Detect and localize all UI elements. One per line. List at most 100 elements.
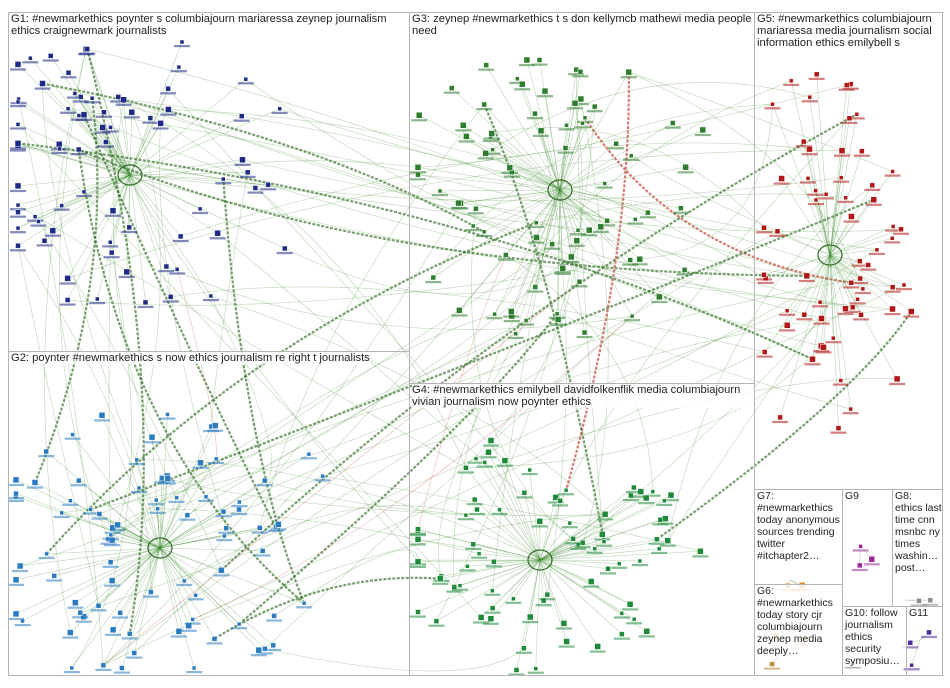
edge [559, 117, 586, 191]
node-label-stub [103, 256, 120, 259]
graph-node [203, 494, 209, 500]
edge [786, 254, 831, 326]
edge [17, 145, 131, 176]
edge [505, 254, 654, 492]
graph-node [220, 508, 227, 515]
graph-node [523, 56, 531, 64]
edge [511, 189, 561, 317]
graph-node [586, 226, 593, 234]
graph-node [817, 299, 823, 305]
graph-node [533, 234, 540, 241]
node-label-stub [779, 313, 796, 316]
edge [42, 83, 185, 582]
node-label-stub [128, 462, 145, 466]
edge [559, 143, 617, 191]
graph-node [563, 487, 569, 493]
graph-node [437, 575, 444, 582]
graph-node [136, 485, 142, 491]
node-label-stub [296, 606, 313, 609]
graph-node [477, 614, 485, 621]
edge [129, 174, 285, 249]
group-panel-g6: G6: #newmarkethics today story cjr colum… [754, 584, 843, 676]
edge [441, 559, 541, 577]
edge [436, 106, 596, 622]
graph-node [108, 577, 116, 584]
edge [539, 559, 635, 620]
edge [128, 174, 131, 228]
edge [490, 440, 541, 561]
edge [112, 527, 161, 549]
graph-node [869, 182, 876, 189]
edge [118, 96, 131, 176]
node-label-stub [187, 598, 204, 601]
graph-node [813, 188, 818, 193]
edge [559, 189, 608, 222]
node-label-stub [95, 668, 112, 671]
graph-node [262, 646, 268, 652]
node-label-stub [176, 583, 193, 587]
graph-node [813, 71, 820, 78]
edge [559, 189, 564, 269]
graph-node [487, 615, 495, 622]
node-label-stub [800, 181, 816, 184]
graph-node [857, 258, 863, 264]
node-label-stub [825, 341, 842, 344]
graph-node [627, 257, 633, 263]
edge [575, 69, 605, 542]
node-label-stub [452, 588, 468, 591]
edge [458, 189, 561, 204]
graph-node [88, 507, 93, 512]
edge [529, 469, 541, 561]
graph-node [562, 145, 569, 151]
graph-node [805, 176, 811, 181]
node-label-stub [180, 629, 197, 632]
graph-node [44, 551, 49, 557]
graph-node [77, 609, 83, 616]
graph-node [901, 282, 907, 288]
graph-node [521, 645, 527, 651]
edge [99, 278, 861, 515]
node-label-stub [254, 554, 271, 557]
edge [829, 85, 847, 256]
node-label-stub [102, 537, 119, 541]
graph-node [563, 638, 570, 645]
graph-node [57, 146, 62, 152]
node-label-stub [266, 619, 283, 622]
node-label-stub [884, 313, 901, 316]
node-label-stub [410, 615, 426, 618]
node-label-stub [53, 515, 70, 519]
edge [157, 508, 161, 549]
graph-node [697, 548, 704, 555]
edge [108, 538, 161, 549]
edge [829, 254, 852, 283]
node-label-stub [521, 473, 538, 476]
node-label-stub [477, 157, 494, 160]
edge [87, 48, 608, 222]
edge [559, 183, 605, 191]
edge [159, 547, 240, 625]
node-label-stub [428, 624, 445, 627]
edge [20, 547, 161, 567]
edge [539, 491, 653, 561]
graph-node [211, 422, 219, 429]
hub-layer [117, 164, 843, 571]
graph-node [848, 406, 853, 412]
edge [159, 547, 260, 651]
graph-node [564, 123, 569, 128]
node-label-stub [10, 249, 26, 252]
node-label-stub [471, 556, 488, 559]
graph-node [165, 412, 170, 417]
edge [809, 149, 831, 256]
edge [110, 534, 161, 549]
edge [108, 229, 579, 540]
graph-node [236, 621, 242, 627]
graph-node [80, 111, 88, 119]
graph-node [619, 631, 625, 637]
graph-node [148, 589, 154, 595]
node-label-stub [567, 107, 583, 110]
node-label-stub [160, 113, 177, 116]
node-label-stub [622, 608, 639, 611]
node-label-stub [42, 59, 59, 62]
group-panel-g5: G5: #newmarkethics columbiajourn mariare… [754, 12, 943, 490]
node-label-stub [844, 310, 861, 313]
